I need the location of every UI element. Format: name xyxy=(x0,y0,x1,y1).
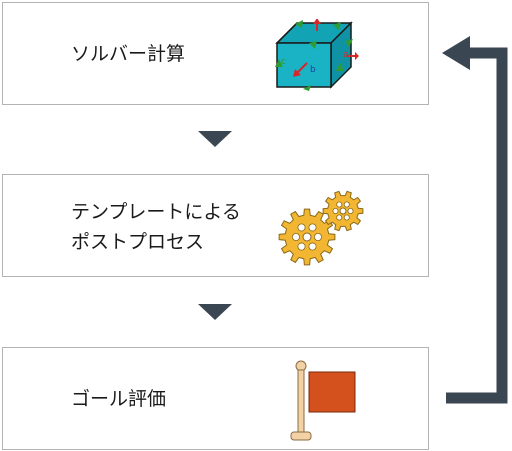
loop-back-arrow xyxy=(442,36,508,404)
step-box-goal: ゴール評価 xyxy=(2,347,429,450)
cube-label-a: a xyxy=(343,50,349,60)
step-label-postprocess: テンプレートによる ポストプロセス xyxy=(71,201,241,253)
solver-cube-icon: c b a xyxy=(275,19,359,91)
cube-label-b: b xyxy=(310,65,316,75)
gears-icon xyxy=(278,190,364,266)
goal-flag-icon xyxy=(290,360,356,441)
step-box-solver: ソルバー計算 c b a xyxy=(2,2,429,105)
step-label-goal: ゴール評価 xyxy=(71,388,167,410)
cube-label-c: c xyxy=(281,57,286,67)
flow-arrow-1 xyxy=(198,131,232,147)
flow-arrow-2 xyxy=(198,304,232,320)
step-box-postprocess: テンプレートによる ポストプロセス xyxy=(2,174,429,277)
step-label-solver: ソルバー計算 xyxy=(71,43,186,65)
